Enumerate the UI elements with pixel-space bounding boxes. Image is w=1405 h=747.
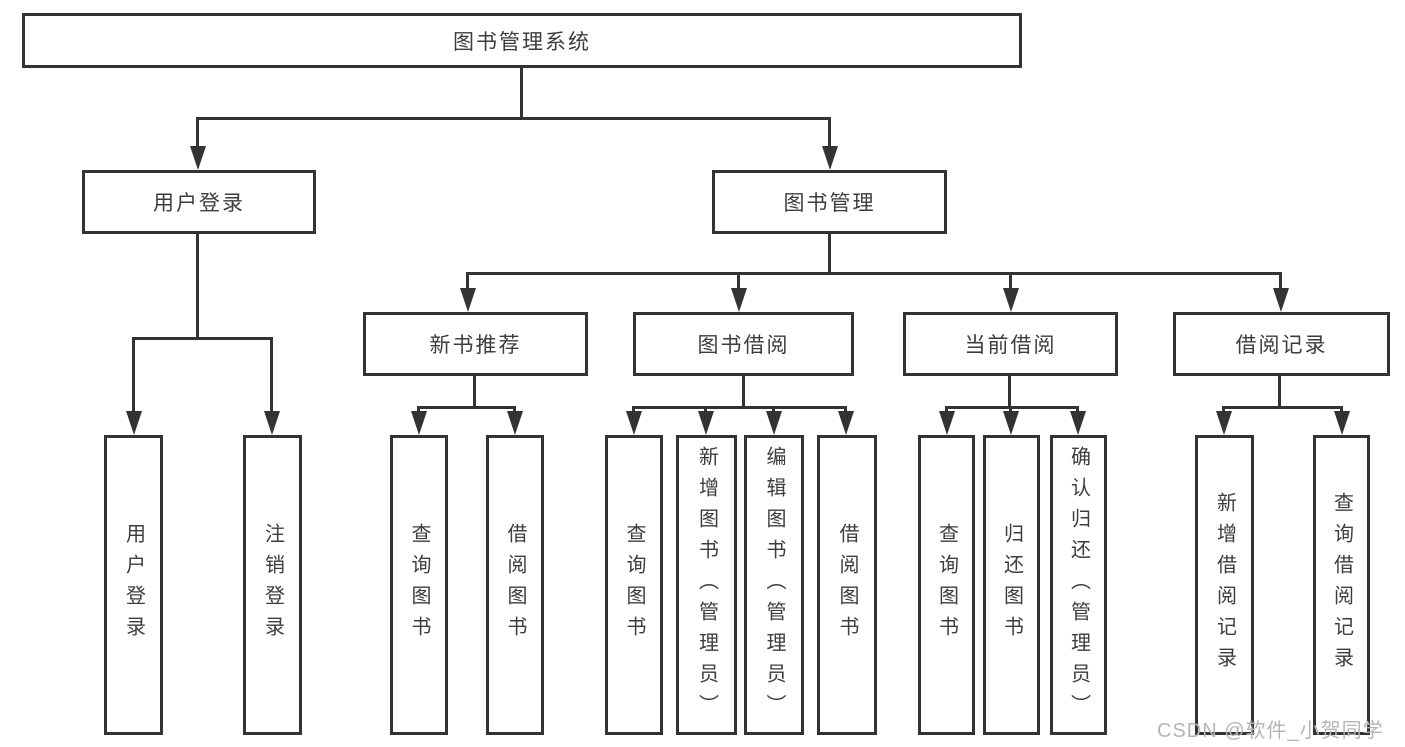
arrow-down-icon <box>1334 411 1350 435</box>
connector-vline <box>1008 374 1011 406</box>
connector-vline <box>1222 406 1225 414</box>
connector-vline <box>1278 374 1281 406</box>
connector-hline <box>466 272 1282 275</box>
connector-vline <box>520 68 523 117</box>
connector-vline <box>945 406 948 414</box>
arrow-down-icon <box>264 411 280 435</box>
leaf-add-borrow-record: 新增借阅记录 <box>1195 435 1254 735</box>
node-borrowing-records: 借阅记录 <box>1173 312 1390 376</box>
connector-vline <box>132 337 135 413</box>
arrow-down-icon <box>1003 411 1019 435</box>
arrow-down-icon <box>822 146 838 170</box>
connector-vline <box>828 234 831 272</box>
arrow-down-icon <box>1070 411 1086 435</box>
csdn-watermark: CSDN @软件_小贺同学 <box>1157 720 1384 742</box>
leaf-query-books-borrowing: 查询图书 <box>605 435 663 735</box>
connector-hline <box>1222 406 1343 409</box>
leaf-query-borrow-record: 查询借阅记录 <box>1313 435 1370 735</box>
node-root-system: 图书管理系统 <box>22 13 1022 68</box>
connector-vline <box>196 117 199 148</box>
leaf-borrow-books-recommend: 借阅图书 <box>486 435 544 735</box>
connector-vline <box>742 374 745 406</box>
arrow-down-icon <box>507 411 523 435</box>
connector-hline <box>417 406 516 409</box>
leaf-confirm-return-admin: 确认归还（管理员） <box>1050 435 1107 735</box>
leaf-borrow-books: 借阅图书 <box>817 435 877 735</box>
arrow-down-icon <box>698 411 714 435</box>
leaf-query-books-recommend: 查询图书 <box>390 435 448 735</box>
connector-vline <box>1009 272 1012 292</box>
arrow-down-icon <box>460 288 476 312</box>
connector-vline <box>1340 406 1343 414</box>
arrow-down-icon <box>1273 288 1289 312</box>
arrow-down-icon <box>731 288 747 312</box>
leaf-add-books-admin: 新增图书（管理员） <box>676 435 737 735</box>
node-current-borrowing: 当前借阅 <box>903 312 1118 376</box>
connector-vline <box>844 406 847 414</box>
connector-vline <box>772 406 775 414</box>
connector-vline <box>1076 406 1079 414</box>
connector-hline <box>132 337 273 340</box>
connector-vline <box>417 406 420 414</box>
arrow-down-icon <box>939 411 955 435</box>
connector-vline <box>513 406 516 414</box>
arrow-down-icon <box>626 411 642 435</box>
leaf-user-login: 用户登录 <box>104 435 163 735</box>
leaf-query-books-current: 查询图书 <box>918 435 975 735</box>
arrow-down-icon <box>1216 411 1232 435</box>
connector-hline <box>632 406 847 409</box>
connector-vline <box>466 272 469 292</box>
node-book-borrowing: 图书借阅 <box>633 312 854 376</box>
arrow-down-icon <box>1003 288 1019 312</box>
arrow-down-icon <box>766 411 782 435</box>
connector-vline <box>270 337 273 413</box>
connector-vline <box>828 117 831 148</box>
connector-hline <box>945 406 1079 409</box>
connector-hline <box>196 117 831 120</box>
arrow-down-icon <box>190 146 206 170</box>
connector-vline <box>704 406 707 414</box>
arrow-down-icon <box>838 411 854 435</box>
arrow-down-icon <box>126 411 142 435</box>
node-book-management: 图书管理 <box>712 170 947 234</box>
connector-vline <box>196 234 199 337</box>
connector-vline <box>1279 272 1282 292</box>
leaf-return-books: 归还图书 <box>983 435 1040 735</box>
connector-vline <box>1009 406 1012 414</box>
arrow-down-icon <box>411 411 427 435</box>
connector-vline <box>473 374 476 406</box>
node-user-login: 用户登录 <box>82 170 316 234</box>
leaf-logout: 注销登录 <box>243 435 302 735</box>
leaf-edit-books-admin: 编辑图书（管理员） <box>744 435 804 735</box>
node-new-book-recommend: 新书推荐 <box>363 312 588 376</box>
connector-vline <box>737 272 740 292</box>
connector-vline <box>632 406 635 414</box>
